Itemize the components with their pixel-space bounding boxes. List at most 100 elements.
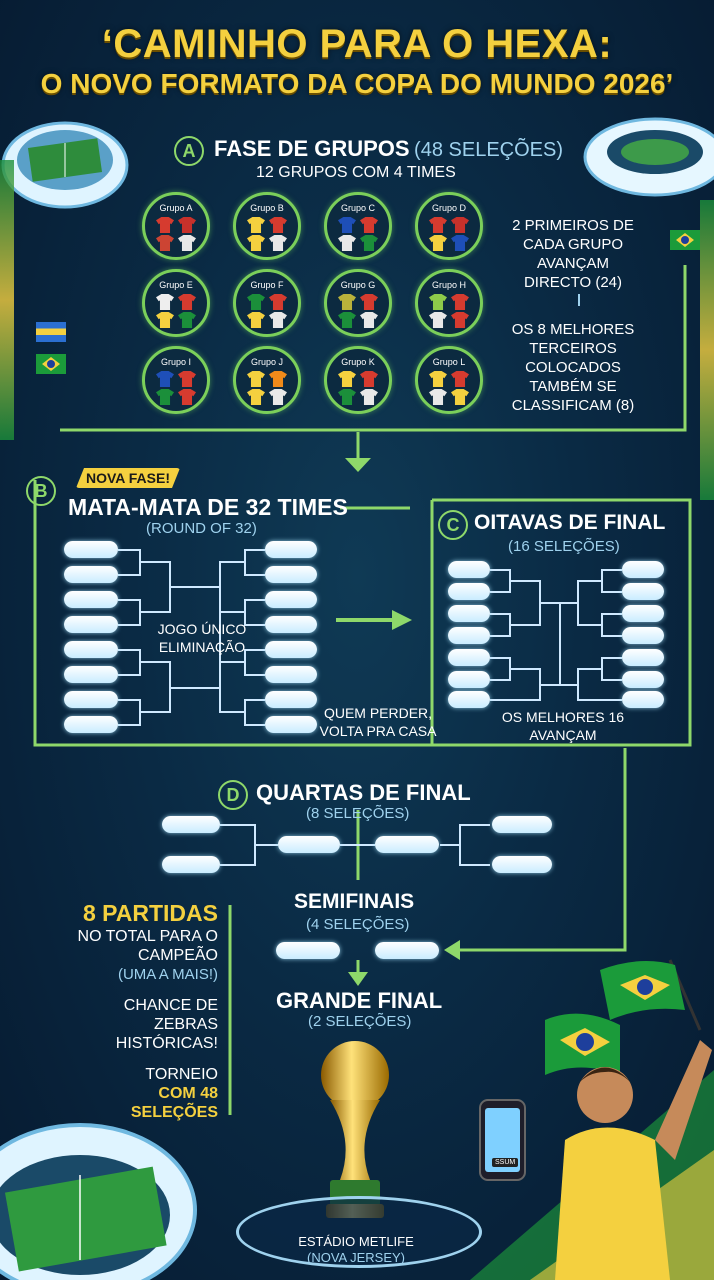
round16-slot — [622, 561, 664, 578]
team-shirt-icon — [451, 235, 469, 251]
advance-top-text: 2 PRIMEIROS DE CADA GRUPO AVANÇAM DIRECT… — [512, 217, 634, 291]
round32-slot — [64, 591, 118, 608]
group-stage-subheading: 12 GRUPOS COM 4 TIMES — [256, 164, 456, 181]
round32-slot — [265, 691, 317, 708]
semis-subheading: (4 SELEÇÕES) — [306, 916, 410, 933]
group-label: Grupo D — [431, 203, 466, 213]
team-shirt-icon — [269, 389, 287, 405]
brazil-flag-left-icon — [36, 354, 66, 374]
brazil-flag-right-icon — [670, 230, 700, 250]
group-stage-title: FASE DE GRUPOS — [214, 136, 410, 161]
round16-slot — [622, 671, 664, 688]
group-label: Grupo F — [250, 280, 284, 290]
round16-slot — [448, 605, 490, 622]
team-shirt-icon — [429, 235, 447, 251]
round16-slot — [622, 649, 664, 666]
group-circle: Grupo K — [324, 346, 392, 414]
section-a-badge: A — [174, 136, 204, 166]
quarters-slot — [278, 836, 340, 853]
round16-slot — [448, 583, 490, 600]
matches-count: 8 PARTIDAS — [82, 900, 218, 926]
round32-slot — [64, 716, 118, 733]
team-shirt-icon — [247, 371, 265, 387]
team-shirt-icon — [338, 312, 356, 328]
venue-location: (NOVA JERSEY) — [306, 1250, 405, 1265]
round16-slot — [448, 671, 490, 688]
team-shirt-icon — [338, 371, 356, 387]
team-shirt-icon — [178, 312, 196, 328]
group-circle: Grupo C — [324, 192, 392, 260]
stadium-bottom-left-icon — [0, 1123, 197, 1280]
quarters-slot — [162, 816, 220, 833]
group-label: Grupo B — [250, 203, 284, 213]
group-label: Grupo C — [340, 203, 375, 213]
quarters-slot — [375, 836, 439, 853]
team-shirt-icon — [156, 389, 174, 405]
flag-left-1-icon — [36, 322, 66, 342]
round16-slot — [448, 627, 490, 644]
team-shirt-icon — [269, 217, 287, 233]
team-shirt-icon — [156, 235, 174, 251]
team-shirt-icon — [429, 312, 447, 328]
round16-slot — [448, 561, 490, 578]
round32-slot — [265, 566, 317, 583]
team-shirt-icon — [247, 217, 265, 233]
team-shirt-icon — [338, 294, 356, 310]
group-circle: Grupo G — [324, 269, 392, 337]
round32-slot — [265, 541, 317, 558]
round32-slot — [265, 716, 317, 733]
group-circle: Grupo E — [142, 269, 210, 337]
team-shirt-icon — [360, 312, 378, 328]
venue-name: ESTÁDIO METLIFE — [298, 1234, 414, 1249]
team-shirt-icon — [156, 217, 174, 233]
group-circle: Grupo I — [142, 346, 210, 414]
round32-slot — [64, 691, 118, 708]
round16-slot — [448, 649, 490, 666]
best16-note: OS MELHORES 16 AVANÇAM — [501, 709, 625, 743]
team-shirt-icon — [178, 235, 196, 251]
round16-slot — [622, 583, 664, 600]
tournament-text: TORNEIO — [145, 1066, 218, 1083]
round32-heading: MATA-MATA DE 32 TIMES — [68, 494, 348, 520]
page-subtitle: O NOVO FORMATO DA COPA DO MUNDO 2026’ — [40, 68, 674, 99]
round16-heading: OITAVAS DE FINAL — [474, 511, 666, 534]
round32-slot — [265, 591, 317, 608]
advance-third-text: OS 8 MELHORES TERCEIROS COLOCADOS TAMBÉM… — [511, 321, 635, 414]
group-circle: Grupo H — [415, 269, 483, 337]
team-shirt-icon — [269, 235, 287, 251]
team-shirt-icon — [451, 312, 469, 328]
quarters-slot — [492, 856, 552, 873]
team-shirt-icon — [247, 235, 265, 251]
team-shirt-icon — [338, 235, 356, 251]
team-shirt-icon — [429, 217, 447, 233]
semis-slot — [276, 942, 340, 959]
team-shirt-icon — [429, 294, 447, 310]
team-shirt-icon — [360, 217, 378, 233]
group-stage-heading: FASE DE GRUPOS (48 SELEÇÕES) — [214, 136, 563, 162]
group-circle: Grupo D — [415, 192, 483, 260]
semis-slot — [375, 942, 439, 959]
team-shirt-icon — [178, 371, 196, 387]
team-shirt-icon — [156, 294, 174, 310]
final-subheading: (2 SELEÇÕES) — [308, 1013, 412, 1030]
upsets-text: CHANCE DE ZEBRAS HISTÓRICAS! — [115, 997, 218, 1052]
tournament-highlight: COM 48 SELEÇÕES — [130, 1085, 218, 1121]
round16-slot — [622, 605, 664, 622]
world-cup-trophy-icon — [321, 1041, 389, 1218]
group-label: Grupo J — [250, 357, 283, 367]
quarters-slot — [162, 856, 220, 873]
round16-slot — [622, 691, 664, 708]
group-label: Grupo K — [341, 357, 375, 367]
round16-subheading: (16 SELEÇÕES) — [508, 538, 620, 555]
team-shirt-icon — [178, 217, 196, 233]
round32-slot — [64, 566, 118, 583]
stadium-top-left-icon — [1, 121, 129, 209]
team-shirt-icon — [451, 371, 469, 387]
round32-slot — [64, 541, 118, 558]
team-shirt-icon — [247, 294, 265, 310]
round32-slot — [64, 616, 118, 633]
round32-slot — [265, 666, 317, 683]
single-match-note: JOGO ÚNICO ELIMINAÇÃO — [157, 621, 247, 655]
team-shirt-icon — [360, 235, 378, 251]
